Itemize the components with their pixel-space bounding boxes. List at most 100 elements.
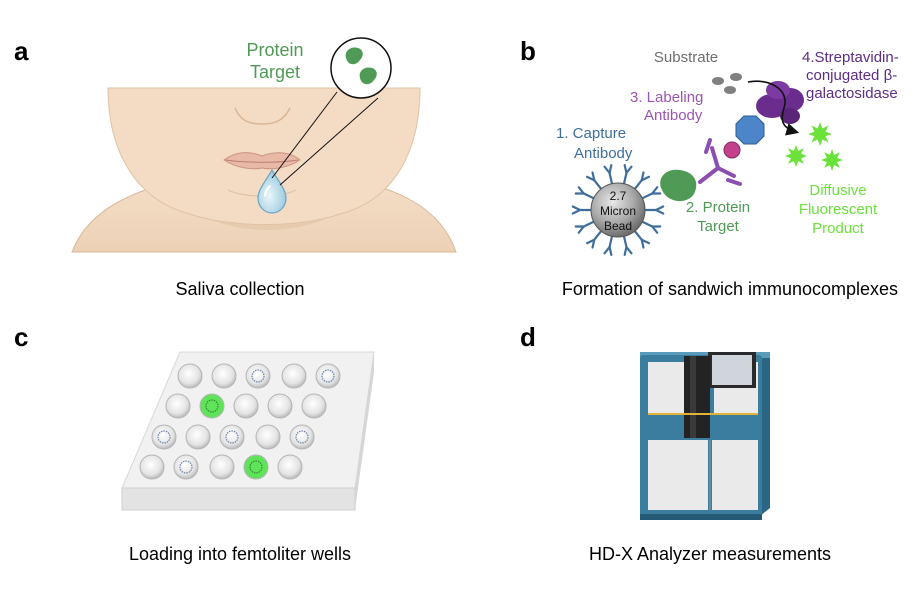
well-bead-icon xyxy=(157,430,171,444)
capture-antibody-label-line2: Antibody xyxy=(574,145,633,162)
panel-letter-b: b xyxy=(520,36,536,66)
capture-antibody-arm xyxy=(654,208,665,215)
product-label-line3: Product xyxy=(812,220,865,237)
fluorescent-well xyxy=(243,454,269,480)
empty-well xyxy=(185,424,211,450)
substrate-label: Substrate xyxy=(654,49,718,66)
caption-a: Saliva collection xyxy=(175,279,305,299)
empty-well xyxy=(151,424,177,450)
enzyme-label-line2: conjugated β- xyxy=(806,67,897,84)
capture-antibody-arm xyxy=(640,238,645,249)
empty-well xyxy=(301,393,327,419)
empty-well xyxy=(139,454,165,480)
capture-antibody-arm xyxy=(640,175,651,182)
empty-well xyxy=(209,454,235,480)
caption-c: Loading into femtoliter wells xyxy=(128,544,352,564)
empty-well xyxy=(245,363,271,389)
capture-antibody-stem xyxy=(641,192,654,200)
protein-target-label-line1: 2. Protein xyxy=(686,199,750,216)
panel-letter-d: d xyxy=(520,322,536,352)
capture-antibody-stem xyxy=(622,171,628,185)
empty-well xyxy=(315,363,341,389)
empty-well xyxy=(267,393,293,419)
empty-well xyxy=(211,363,237,389)
well-bead-icon xyxy=(225,430,239,444)
fluorescent-well xyxy=(199,393,225,419)
magnified-circle xyxy=(330,37,392,99)
well-bead-icon xyxy=(179,460,193,474)
well-bead-icon xyxy=(251,369,265,383)
capture-antibody-arm xyxy=(603,245,611,255)
protein-target-label-line2: Target xyxy=(697,218,740,235)
product-label-line1: Diffusive xyxy=(809,182,866,199)
empty-well xyxy=(177,363,203,389)
capture-antibody-stem xyxy=(633,230,643,241)
labeling-antibody-label-line2: Antibody xyxy=(644,107,703,124)
empty-well xyxy=(281,363,307,389)
protein-target-icon xyxy=(359,67,377,85)
fluorescent-burst-icon xyxy=(808,122,832,146)
well-bead-icon xyxy=(249,460,263,474)
child-face-illustration xyxy=(71,87,457,253)
capture-antibody-arm xyxy=(608,164,613,175)
capture-antibody-label-line1: 1. Capture xyxy=(556,125,626,142)
bead-icon xyxy=(571,164,665,256)
empty-well xyxy=(289,424,315,450)
empty-well xyxy=(165,393,191,419)
enzyme-label-line1: 4.Streptavidin- xyxy=(802,49,899,66)
empty-well xyxy=(219,424,245,450)
zoom-line-right xyxy=(279,97,379,186)
empty-well xyxy=(277,454,303,480)
saliva-drop-icon xyxy=(257,168,287,214)
capture-antibody-stem xyxy=(593,230,603,241)
empty-well xyxy=(173,454,199,480)
fluorescent-burst-icon xyxy=(821,149,843,171)
fluorescent-burst-icon xyxy=(785,145,807,167)
capture-antibody-arm xyxy=(623,245,628,256)
bead-label-line2: Micron xyxy=(600,204,636,218)
well-bead-icon xyxy=(205,399,219,413)
empty-well xyxy=(233,393,259,419)
capture-antibody-stem xyxy=(608,235,614,249)
capture-antibody-stem xyxy=(608,171,614,185)
panel-letter-a: a xyxy=(14,36,29,66)
caption-d: HD-X Analyzer measurements xyxy=(588,544,832,564)
capture-antibody-arm xyxy=(585,238,596,245)
panel-letter-c: c xyxy=(14,322,29,352)
biotin-icon xyxy=(723,141,741,159)
labeling-antibody-icon xyxy=(698,138,742,186)
capture-antibody-arm xyxy=(577,186,585,195)
product-label-line2: Fluorescent xyxy=(799,201,878,218)
well-bead-icon xyxy=(321,369,335,383)
capture-antibody-stem xyxy=(622,235,628,249)
capture-antibody-arm xyxy=(591,171,596,182)
streptavidin-icon xyxy=(735,115,765,145)
capture-antibody-arm xyxy=(571,205,582,212)
capture-antibody-stem xyxy=(582,220,595,228)
bead-label-line1: 2.7 xyxy=(610,189,627,203)
substrate-dots xyxy=(712,73,742,94)
capture-antibody-stem xyxy=(593,179,603,190)
capture-antibody-stem xyxy=(641,220,654,228)
caption-b: Formation of sandwich immunocomplexes xyxy=(561,279,899,299)
well-plate-icon xyxy=(121,351,375,511)
capture-antibody-arm xyxy=(651,225,659,234)
capture-antibody-arm xyxy=(625,165,633,175)
enzyme-label-line3: galactosidase xyxy=(806,85,898,102)
conversion-arrow xyxy=(747,80,800,136)
enzyme-icon xyxy=(756,81,804,124)
captured-protein-icon xyxy=(660,169,697,202)
bead-label-line3: Bead xyxy=(604,219,632,233)
well-bead-icon xyxy=(295,430,309,444)
fluorescent-product-icon xyxy=(785,122,843,171)
protein-label-line2: Target xyxy=(250,62,300,82)
zoom-line-left xyxy=(271,91,338,179)
capture-antibody-stem xyxy=(633,179,643,190)
capture-antibody-stem xyxy=(582,192,595,200)
analyzer-icon xyxy=(640,352,770,520)
empty-well xyxy=(255,424,281,450)
labeling-antibody-label-line1: 3. Labeling xyxy=(630,89,703,106)
protein-label-line1: Protein xyxy=(246,40,303,60)
protein-target-icon xyxy=(345,47,363,65)
